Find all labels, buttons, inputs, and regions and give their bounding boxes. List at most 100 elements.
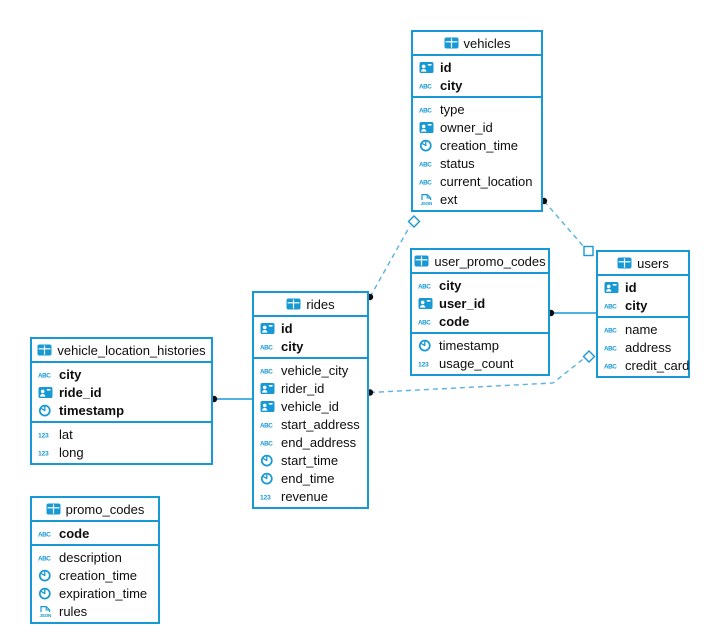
svg-text:JSON: JSON: [420, 201, 433, 206]
text-icon: ABC: [604, 323, 621, 336]
text-icon: ABC: [38, 551, 55, 564]
column-label: creation_time: [59, 567, 138, 583]
column-row-expiration_time[interactable]: expiration_time: [32, 584, 158, 602]
column-row-owner_id[interactable]: owner_id: [413, 118, 541, 136]
svg-text:123: 123: [260, 494, 271, 501]
column-row-vehicle_id[interactable]: vehicle_id: [254, 397, 367, 415]
table-header[interactable]: vehicle_location_histories: [32, 339, 211, 363]
id-card-icon: [38, 386, 55, 399]
clock-icon: [38, 587, 55, 600]
column-row-creation_time[interactable]: creation_time: [413, 136, 541, 154]
clock-icon: [38, 569, 55, 582]
table-icon: [286, 298, 301, 310]
column-label: timestamp: [439, 337, 499, 353]
svg-text:ABC: ABC: [38, 372, 51, 379]
table-icon: [414, 255, 429, 267]
text-icon: ABC: [604, 299, 621, 312]
text-icon: ABC: [418, 279, 435, 292]
table-header[interactable]: user_promo_codes: [412, 250, 548, 274]
json-icon: JSON: [38, 605, 55, 618]
column-row-timestamp[interactable]: timestamp: [412, 336, 548, 354]
number-icon: 123: [260, 490, 277, 503]
relationship-rides-vehicles[interactable]: [369, 225, 411, 298]
table-header[interactable]: promo_codes: [32, 498, 158, 522]
column-row-timestamp[interactable]: timestamp: [32, 401, 211, 419]
column-label: long: [59, 444, 84, 460]
column-row-id[interactable]: id: [598, 278, 688, 296]
clock-icon: [419, 139, 436, 152]
text-icon: ABC: [419, 79, 436, 92]
column-row-rider_id[interactable]: rider_id: [254, 379, 367, 397]
table-title: rides: [306, 296, 335, 312]
column-row-creation_time[interactable]: creation_time: [32, 566, 158, 584]
column-row-start_time[interactable]: start_time: [254, 451, 367, 469]
column-row-city[interactable]: ABC city: [413, 76, 541, 94]
svg-text:ABC: ABC: [604, 345, 617, 352]
column-row-ride_id[interactable]: ride_id: [32, 383, 211, 401]
clock-icon: [260, 472, 277, 485]
column-label: end_time: [281, 470, 335, 486]
svg-text:ABC: ABC: [419, 161, 432, 168]
svg-text:ABC: ABC: [260, 440, 273, 447]
column-label: start_address: [281, 416, 360, 432]
text-icon: ABC: [419, 157, 436, 170]
table-header[interactable]: users: [598, 252, 688, 276]
column-row-end_time[interactable]: end_time: [254, 469, 367, 487]
table-header[interactable]: vehicles: [413, 32, 541, 56]
text-icon: ABC: [418, 315, 435, 328]
column-row-id[interactable]: id: [254, 319, 367, 337]
column-label: id: [281, 320, 293, 336]
column-row-rules[interactable]: JSON rules: [32, 602, 158, 620]
column-row-id[interactable]: id: [413, 58, 541, 76]
svg-text:ABC: ABC: [260, 422, 273, 429]
column-row-start_address[interactable]: ABC start_address: [254, 415, 367, 433]
svg-text:123: 123: [38, 450, 49, 457]
column-label: timestamp: [59, 402, 125, 418]
relationship-vehicles-users[interactable]: [543, 200, 585, 248]
column-row-long[interactable]: 123 long: [32, 443, 211, 461]
clock-icon: [260, 454, 277, 467]
column-row-end_address[interactable]: ABC end_address: [254, 433, 367, 451]
clock-icon: [38, 404, 55, 417]
column-label: expiration_time: [59, 585, 148, 601]
column-label: end_address: [281, 434, 357, 450]
table-header[interactable]: rides: [254, 293, 367, 317]
svg-text:123: 123: [418, 361, 429, 368]
relationship-rides-users[interactable]: [369, 357, 585, 394]
column-label: vehicle_id: [281, 398, 339, 414]
column-label: rules: [59, 603, 88, 619]
column-row-user_id[interactable]: user_id: [412, 294, 548, 312]
column-label: city: [440, 77, 463, 93]
text-icon: ABC: [419, 103, 436, 116]
relationship-diamond: [582, 350, 596, 363]
